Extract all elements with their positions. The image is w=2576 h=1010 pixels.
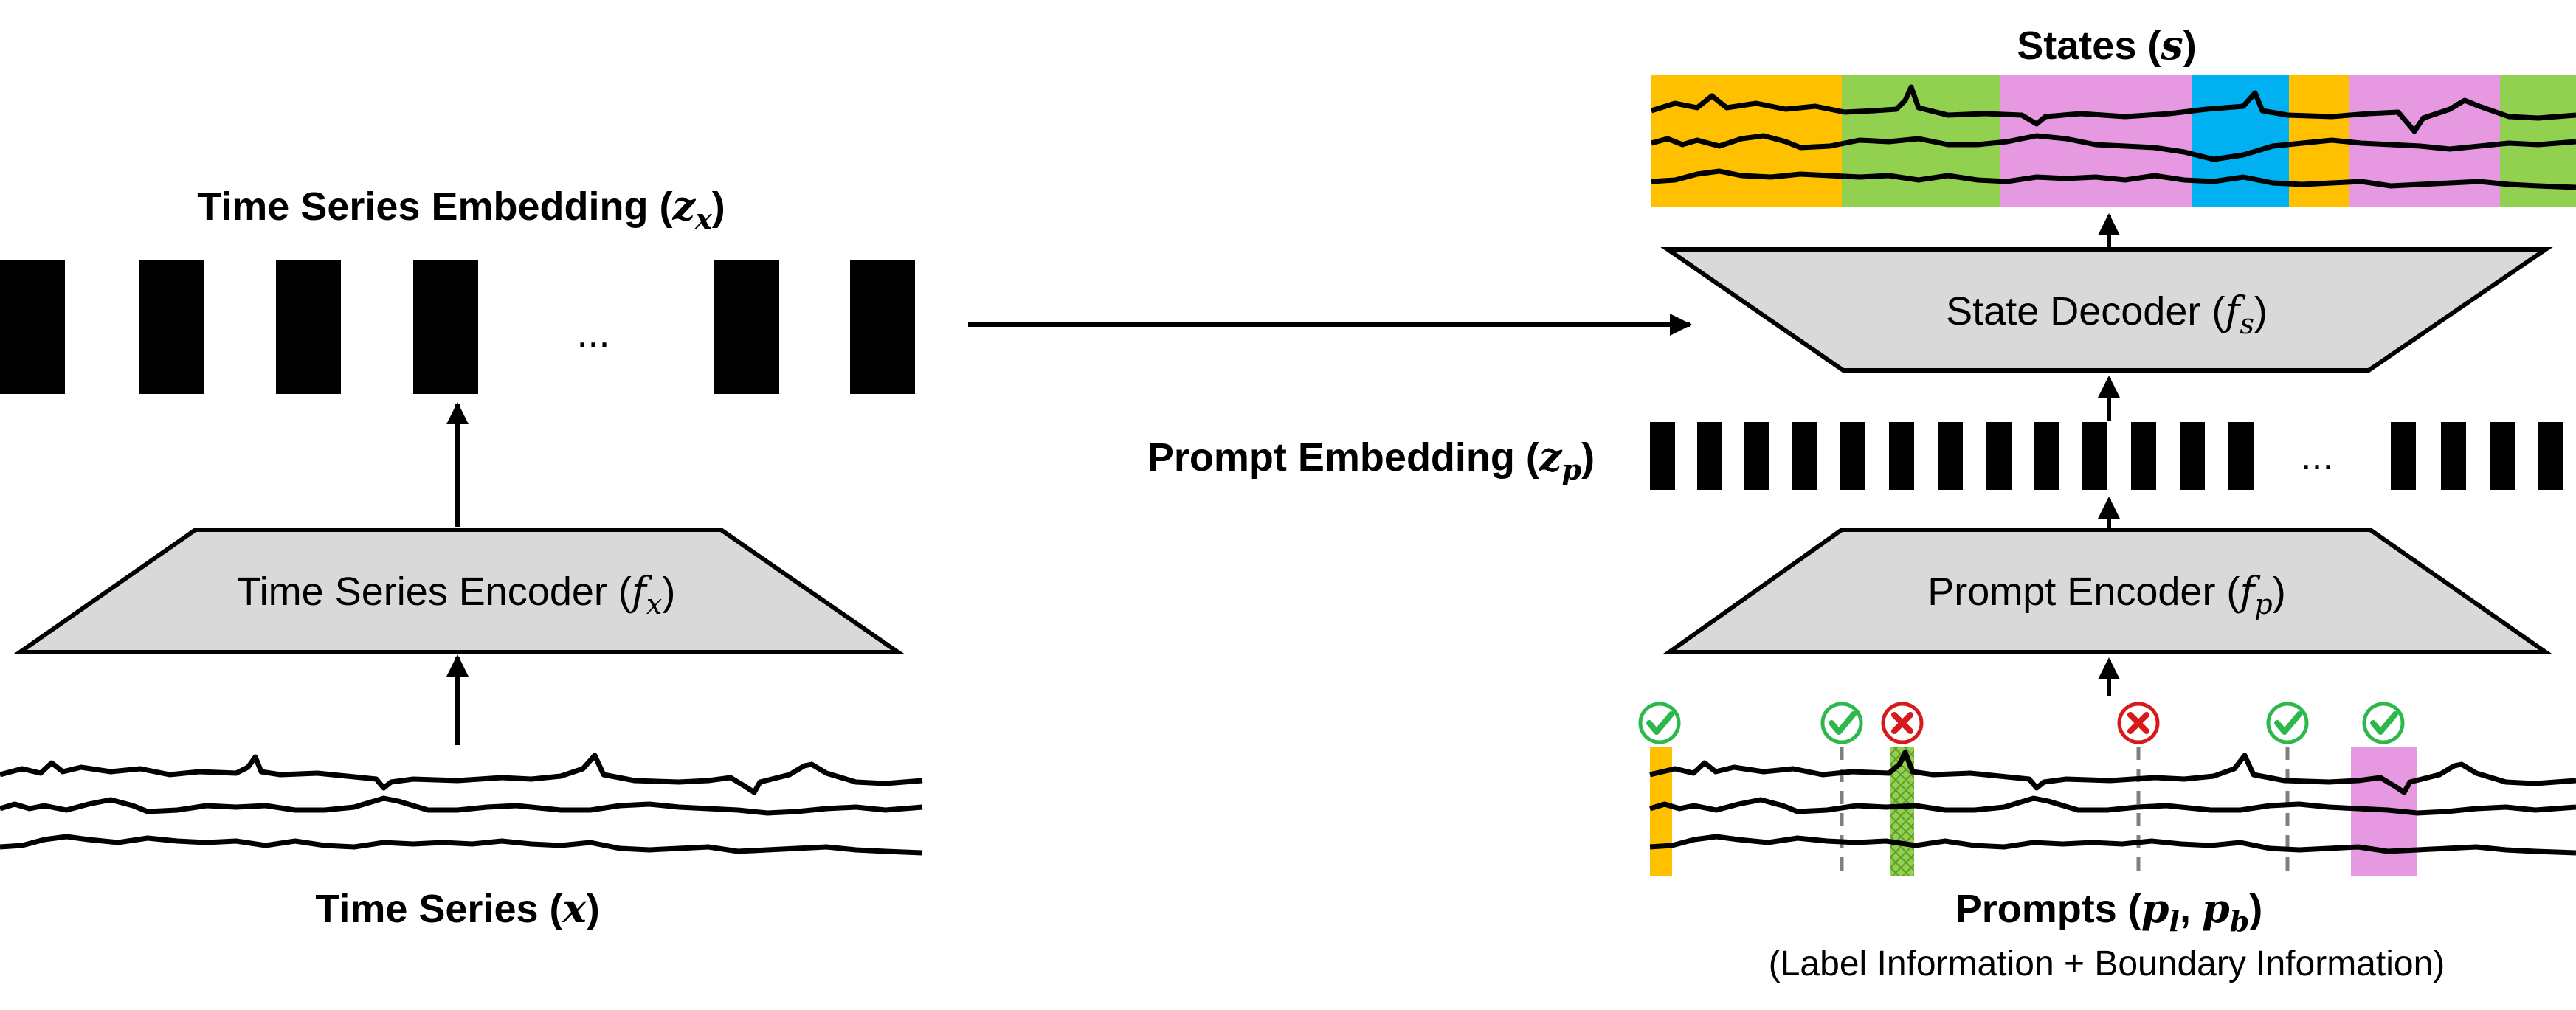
- prompt-embedding-label: Prompt Embedding (zp): [1147, 433, 1595, 486]
- prompt-encoder-label: Prompt Encoder (fp): [1927, 568, 2285, 620]
- prompt-token: [2538, 422, 2563, 490]
- state-segment: [2349, 75, 2500, 207]
- prompt-embedding-tokens: [1650, 422, 2563, 490]
- state-decoder-block: [1660, 247, 2553, 373]
- states-line-2: [1651, 133, 2576, 162]
- prompt-token: [2131, 422, 2156, 490]
- prompt-series: [1648, 750, 2576, 856]
- ts-embedding-token: [413, 260, 478, 394]
- check-circle-icon: [2362, 702, 2405, 744]
- prompt-token: [2180, 422, 2205, 490]
- prompt-token: [1938, 422, 1963, 490]
- check-circle-icon: [2266, 702, 2309, 744]
- ts-embedding-token: [276, 260, 341, 394]
- prompt-feedback-icons: [1638, 702, 2405, 744]
- states-label: States (s): [2017, 21, 2196, 69]
- ts-embedding-token: [714, 260, 779, 394]
- state-decoder-label: State Decoder (fs): [1946, 288, 2268, 340]
- states-bar: [1650, 75, 2576, 207]
- prompts-label: Prompts (pl, pb): [1955, 885, 2263, 938]
- states-line-3: [1651, 168, 2576, 190]
- prompt-highlights: [1650, 747, 2417, 876]
- prompt-token: [1650, 422, 1675, 490]
- prompt-line-2: [1648, 795, 2576, 816]
- cross-circle-icon: [1881, 702, 1924, 744]
- prompt-token: [2490, 422, 2515, 490]
- ellipsis-right: ...: [2300, 434, 2333, 478]
- prompt-token: [2082, 422, 2107, 490]
- prompt-encoder-block: [1662, 528, 2553, 654]
- states-line-1: [1650, 84, 2576, 134]
- cross-circle-icon: [2117, 702, 2160, 744]
- prompt-token: [2034, 422, 2059, 490]
- ts-embedding-token: [0, 260, 65, 394]
- prompt-token: [1744, 422, 1769, 490]
- time-series-label: Time Series (x): [315, 885, 599, 932]
- ts-line-3: [0, 834, 923, 856]
- check-circle-icon: [1638, 702, 1681, 744]
- check-circle-icon: [1820, 702, 1863, 744]
- label-prompt-orange: [1650, 747, 1672, 876]
- states-series: [1650, 84, 2576, 190]
- prompt-token: [2391, 422, 2416, 490]
- prompt-token: [2441, 422, 2466, 490]
- state-segment: [2192, 75, 2289, 207]
- prompt-token: [1792, 422, 1817, 490]
- ts-line-2: [0, 795, 923, 816]
- prompt-token: [1889, 422, 1914, 490]
- prompt-line-3: [1649, 834, 2576, 856]
- ts-embedding-tokens: [0, 260, 915, 394]
- ts-encoder-block: [13, 528, 905, 654]
- ts-embedding-token: [139, 260, 204, 394]
- prompt-token: [1986, 422, 2012, 490]
- prompt-token: [2228, 422, 2254, 490]
- ts-embedding-token: [850, 260, 915, 394]
- ts-embedding-label: Time Series Embedding (zx): [197, 182, 725, 235]
- ts-encoder-label: Time Series Encoder (fx): [237, 568, 676, 620]
- prompt-token: [1697, 422, 1722, 490]
- state-segment: [2000, 75, 2192, 207]
- state-segment: [1651, 75, 1842, 207]
- prompt-line-1: [1649, 750, 2576, 795]
- ts-line-1: [0, 753, 923, 795]
- prompts-caption: (Label Information + Boundary Informatio…: [1769, 944, 2445, 983]
- ellipsis-left: ...: [576, 311, 610, 356]
- prompt-token: [1840, 422, 1865, 490]
- time-series-plot: [0, 753, 923, 856]
